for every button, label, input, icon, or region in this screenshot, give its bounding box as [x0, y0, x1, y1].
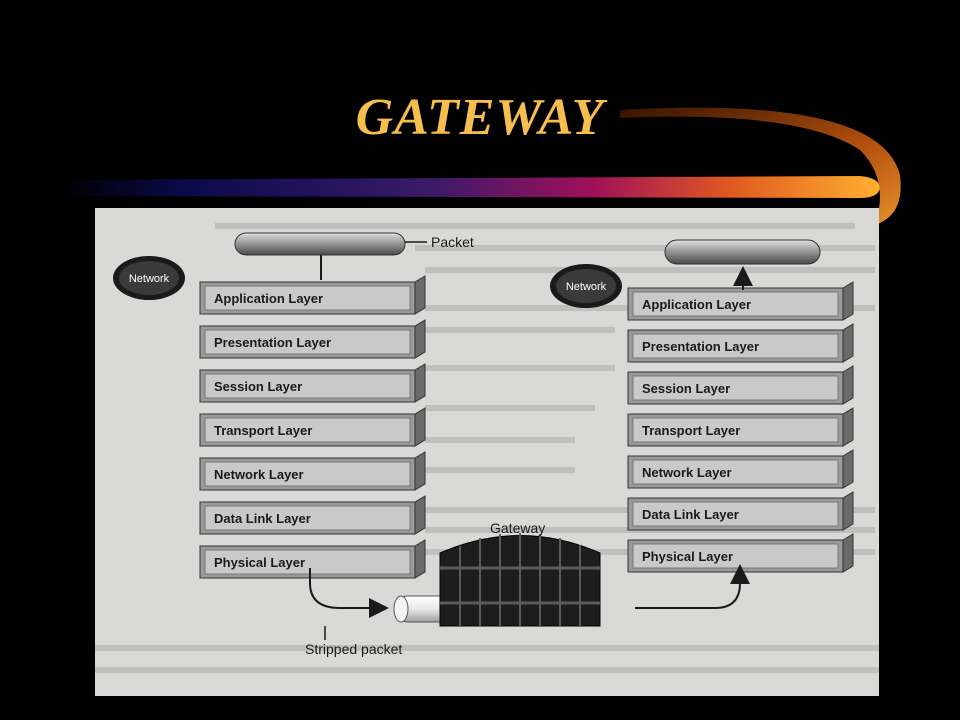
gateway-fence: Gateway	[439, 520, 601, 627]
left-layer-label: Application Layer	[214, 291, 323, 306]
left-layer-transport-layer: Transport Layer	[199, 407, 426, 447]
left-layer-label: Data Link Layer	[214, 511, 311, 526]
packet-label: Packet	[431, 234, 474, 250]
right-network-cloud: Network	[550, 264, 622, 308]
flow-line-right	[635, 564, 750, 609]
left-layer-label: Session Layer	[214, 379, 302, 394]
flow-line-left	[309, 568, 389, 618]
left-layer-presentation-layer: Presentation Layer	[199, 319, 426, 359]
right-layer-application-layer: Application Layer	[627, 281, 854, 321]
left-network-label: Network	[129, 273, 170, 285]
right-layer-session-layer: Session Layer	[627, 365, 854, 405]
left-layer-label: Physical Layer	[214, 555, 305, 570]
slide-title: GATEWAY	[355, 89, 605, 146]
left-network-cloud: Network	[113, 256, 185, 300]
left-layer-network-layer: Network Layer	[199, 451, 426, 491]
right-layer-label: Network Layer	[642, 465, 732, 480]
left-layer-application-layer: Application Layer	[199, 275, 426, 315]
right-layer-presentation-layer: Presentation Layer	[627, 323, 854, 363]
right-layer-network-layer: Network Layer	[627, 449, 854, 489]
left-layer-session-layer: Session Layer	[199, 363, 426, 403]
gateway-label: Gateway	[490, 520, 545, 536]
right-layer-label: Data Link Layer	[642, 507, 739, 522]
title-swoosh-decoration	[60, 107, 901, 225]
right-layer-label: Presentation Layer	[642, 339, 759, 354]
right-layer-label: Physical Layer	[642, 549, 733, 564]
right-layer-label: Transport Layer	[642, 423, 740, 438]
right-layer-physical-layer: Physical Layer	[627, 533, 854, 573]
left-packet-cylinder: Packet	[234, 232, 474, 280]
left-layer-data-link-layer: Data Link Layer	[199, 495, 426, 535]
right-packet-cylinder	[664, 239, 821, 290]
stripped-packet-label: Stripped packet	[305, 641, 402, 657]
right-layer-transport-layer: Transport Layer	[627, 407, 854, 447]
left-layer-label: Network Layer	[214, 467, 304, 482]
right-network-label: Network	[566, 281, 607, 293]
right-layer-label: Session Layer	[642, 381, 730, 396]
left-layer-label: Transport Layer	[214, 423, 312, 438]
right-layer-data-link-layer: Data Link Layer	[627, 491, 854, 531]
right-layer-label: Application Layer	[642, 297, 751, 312]
left-layer-label: Presentation Layer	[214, 335, 331, 350]
left-layer-physical-layer: Physical Layer	[199, 539, 426, 579]
